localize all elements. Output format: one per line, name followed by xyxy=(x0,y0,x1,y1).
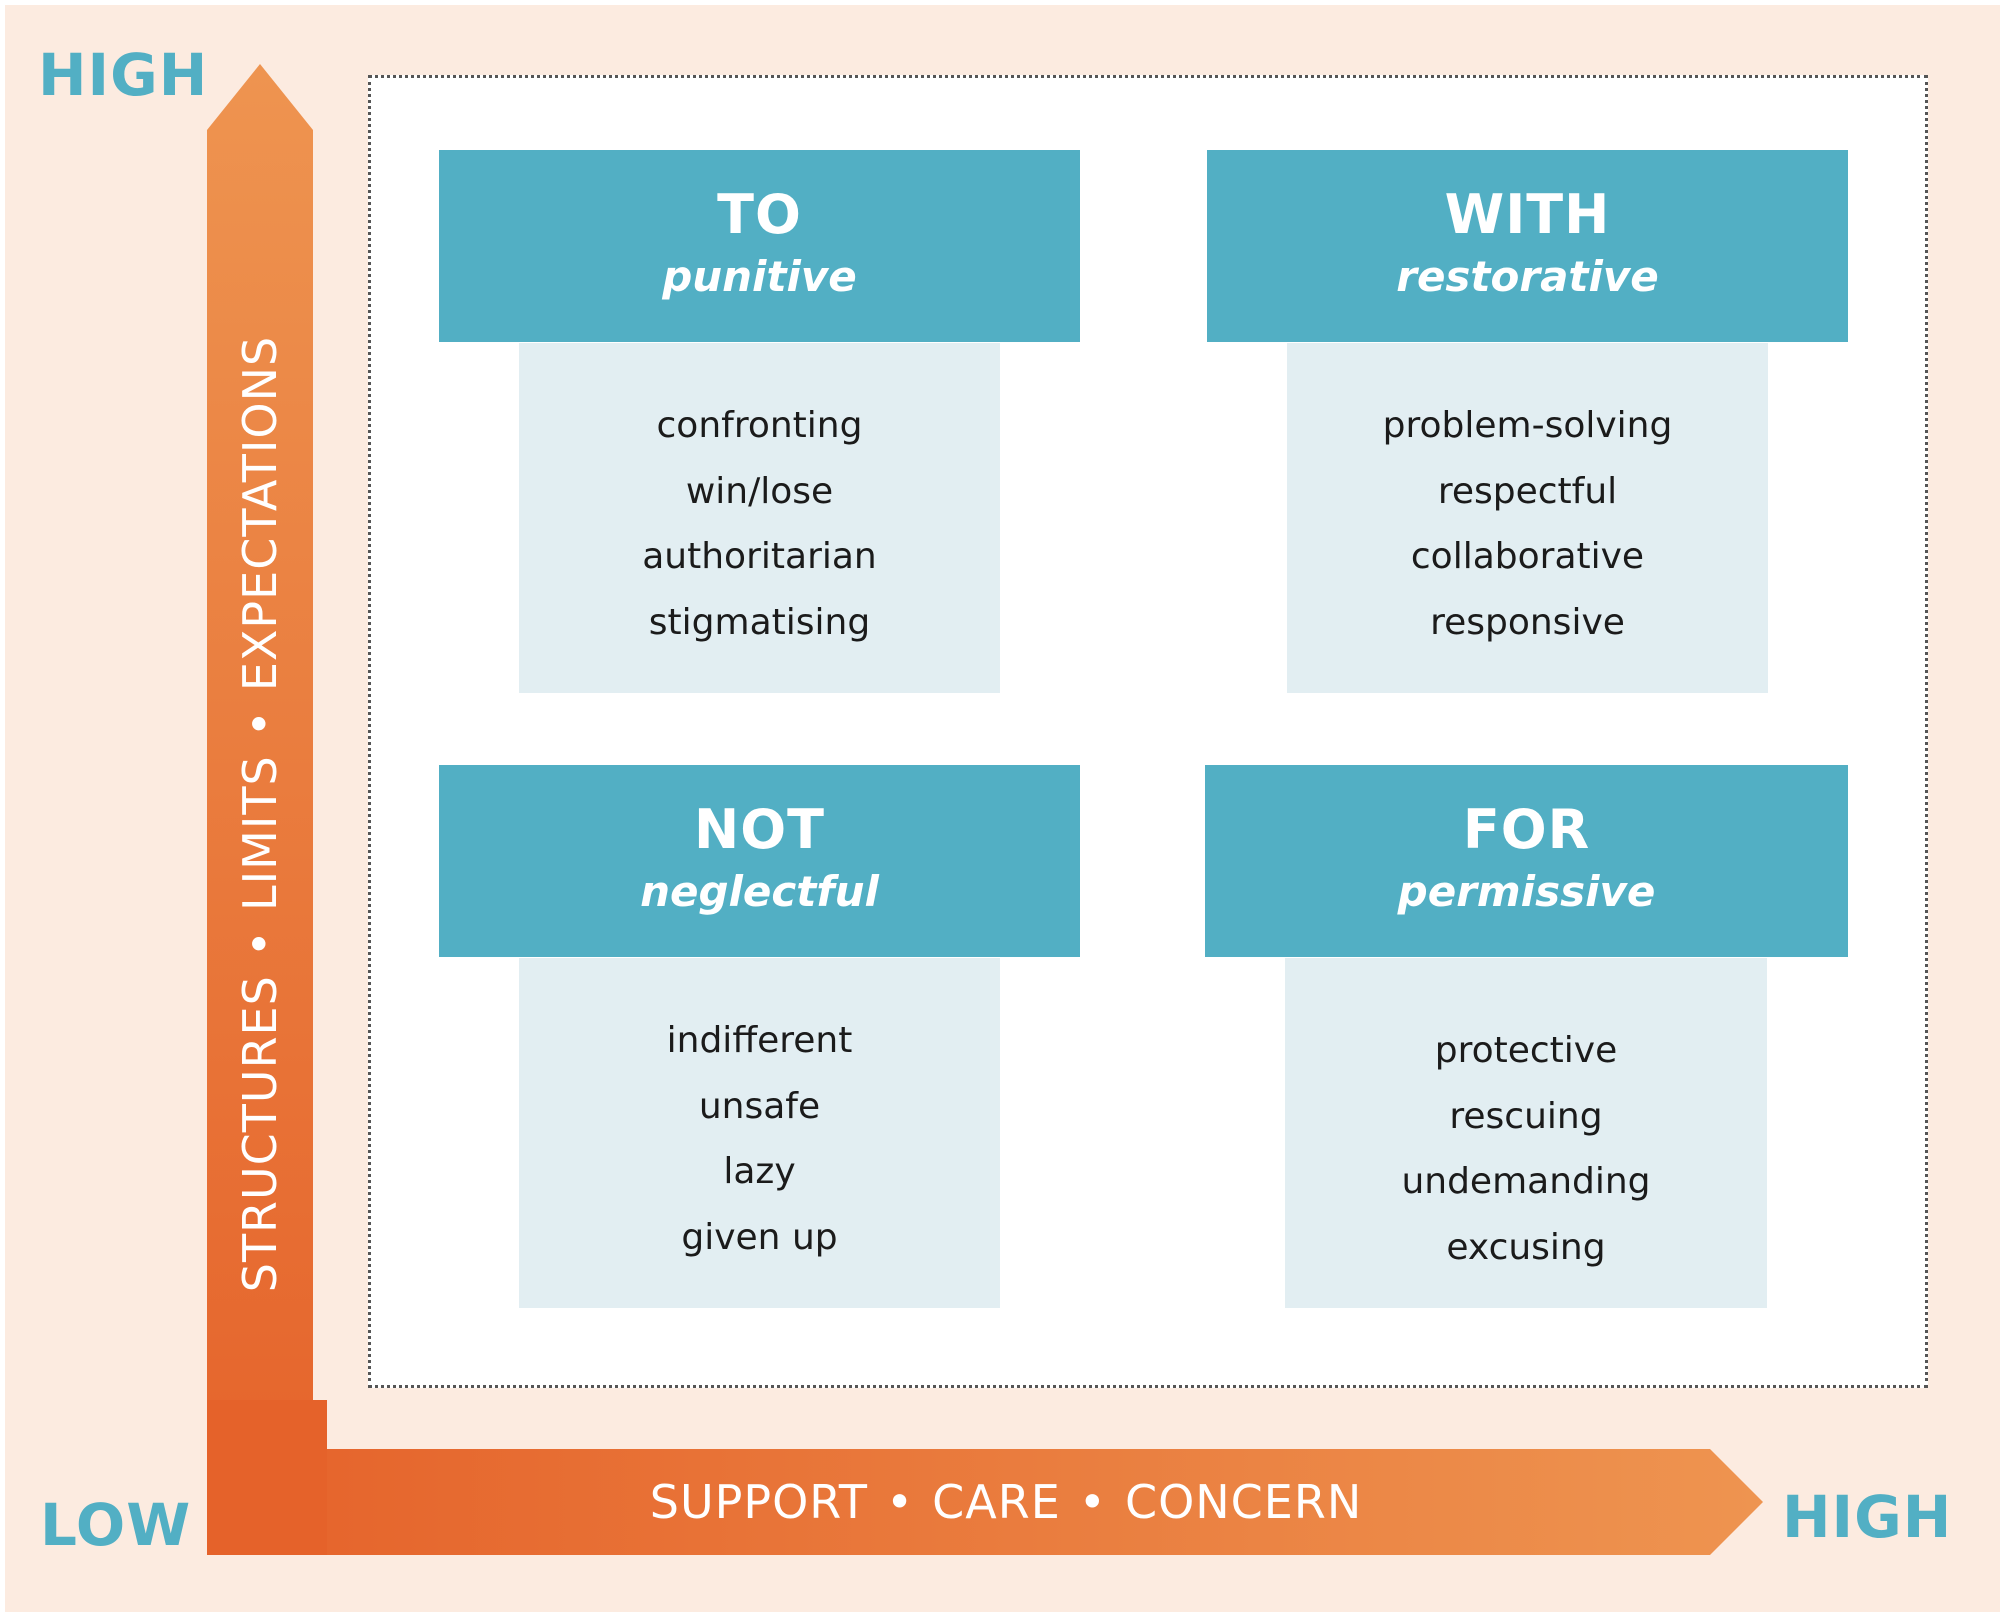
list-item: indifferent xyxy=(666,1020,853,1061)
quadrant-with-body: problem-solving respectful collaborative… xyxy=(1287,343,1768,693)
x-axis-term: SUPPORT xyxy=(649,1475,869,1529)
quadrant-subtitle: permissive xyxy=(1397,867,1656,916)
list-item: collaborative xyxy=(1410,536,1645,577)
quadrant-subtitle: neglectful xyxy=(640,867,879,916)
y-axis-term: STRUCTURES xyxy=(233,975,287,1293)
quadrant-not-body: indifferent unsafe lazy given up xyxy=(519,958,1000,1308)
arrow-corner xyxy=(207,1400,327,1555)
quadrant-for-header: FOR permissive xyxy=(1205,765,1848,957)
list-item: stigmatising xyxy=(648,601,871,643)
separator-dot: • xyxy=(886,1475,915,1529)
list-item: win/lose xyxy=(685,470,834,512)
list-item: unsafe xyxy=(698,1085,821,1127)
list-item: lazy xyxy=(723,1151,796,1192)
list-item: excusing xyxy=(1446,1226,1606,1268)
quadrant-title: WITH xyxy=(1444,183,1611,246)
list-item: authoritarian xyxy=(642,536,877,577)
list-item: given up xyxy=(681,1216,838,1258)
list-item: protective xyxy=(1434,1030,1618,1071)
quadrant-subtitle: punitive xyxy=(662,252,857,301)
list-item: confronting xyxy=(656,405,863,446)
y-axis-term: EXPECTATIONS xyxy=(233,335,287,692)
x-axis-term: CARE xyxy=(932,1475,1061,1529)
separator-dot: • xyxy=(233,709,287,738)
list-item: respectful xyxy=(1437,470,1618,512)
list-item: undemanding xyxy=(1401,1161,1651,1202)
quadrant-title: FOR xyxy=(1462,798,1591,861)
vertical-arrow xyxy=(207,64,313,1555)
separator-dot: • xyxy=(1078,1475,1107,1529)
list-item: rescuing xyxy=(1449,1095,1603,1137)
quadrant-subtitle: restorative xyxy=(1396,252,1659,301)
quadrant-with-header: WITH restorative xyxy=(1207,150,1848,342)
x-axis-term: CONCERN xyxy=(1124,1475,1363,1529)
separator-dot: • xyxy=(233,929,287,958)
origin-low-label: LOW xyxy=(40,1491,192,1559)
x-axis-high-label: HIGH xyxy=(1782,1483,1953,1551)
quadrant-title: TO xyxy=(717,183,802,246)
quadrant-not-header: NOT neglectful xyxy=(439,765,1080,957)
horizontal-arrow xyxy=(207,1449,1763,1555)
quadrant-to-body: confronting win/lose authoritarian stigm… xyxy=(519,343,1000,693)
list-item: responsive xyxy=(1430,601,1625,643)
list-item: problem-solving xyxy=(1382,405,1673,446)
quadrant-title: NOT xyxy=(694,798,825,861)
x-axis-title: SUPPORT • CARE • CONCERN xyxy=(650,1475,1362,1529)
y-axis-title: STRUCTURES • LIMITS • EXPECTATIONS xyxy=(233,336,287,1292)
y-axis-high-label: HIGH xyxy=(38,41,209,109)
quadrant-to-header: TO punitive xyxy=(439,150,1080,342)
quadrant-for-body: protective rescuing undemanding excusing xyxy=(1285,958,1767,1308)
y-axis-term: LIMITS xyxy=(233,755,287,912)
